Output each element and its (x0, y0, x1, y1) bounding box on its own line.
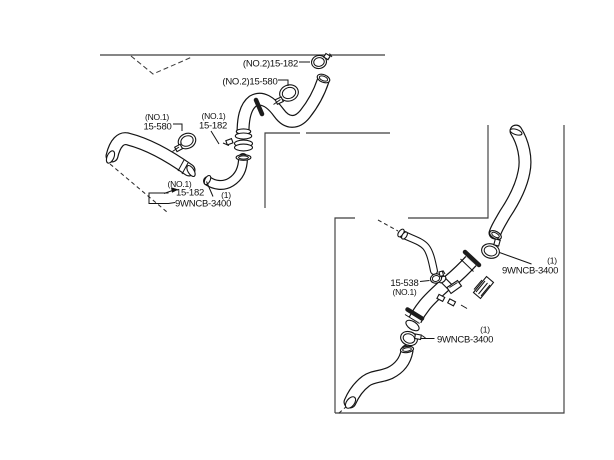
clamp-15-182-no2-icon (310, 52, 333, 70)
label-clamp-15-538: 15-538 (390, 278, 418, 289)
hose-upper (234, 73, 331, 140)
label-hose-9wncb: 9WNCB-3400 (175, 199, 231, 210)
label-clamp-15-538-no: (NO.1) (393, 287, 417, 297)
label-upper-9wncb-qty: (1) (547, 256, 557, 266)
clamp-15-580-no1-icon (172, 132, 197, 153)
label-lower-9wncb-qty: (1) (480, 325, 490, 335)
label-hose-9wncb-qty: (1) (221, 190, 231, 200)
clamp-9wncb-upper-icon (481, 237, 501, 259)
hose-lower (343, 344, 415, 409)
label-clamp-no1-15-182-mid: 15-182 (199, 121, 227, 132)
label-clamp-no1-15-182-end: 15-182 (176, 188, 204, 199)
frame-view2 (334, 125, 565, 415)
clamp-15-580-no2-icon (273, 84, 299, 105)
hose-upper-right (488, 124, 532, 241)
water-hose-elbow (203, 153, 252, 190)
leader-lines (173, 61, 532, 339)
label-clamp-no2-15-580: (NO.2)15-580 (222, 77, 277, 88)
locator-dashed-line (109, 163, 168, 213)
label-clamp-no1-15-580-no: (NO.1) (145, 112, 169, 122)
label-clamp-no1-15-182-mid-no: (NO.1) (202, 111, 226, 121)
arrow-icon (171, 187, 179, 193)
label-upper-9wncb: 9WNCB-3400 (502, 266, 558, 277)
label-clamp-no2-15-182: (NO.2)15-182 (243, 59, 298, 70)
frame-view1 (100, 54, 390, 208)
clamp-15-182-no1-mid-icon (222, 137, 254, 152)
bypass-hose (397, 228, 438, 275)
label-lower-9wncb: 9WNCB-3400 (437, 335, 493, 346)
clamp-15-538-icon (429, 270, 446, 284)
hose-left (105, 132, 196, 178)
label-clamp-no1-15-580: 15-580 (143, 122, 171, 133)
reference-box (148, 187, 179, 204)
clamp-9wncb-lower-icon (400, 330, 426, 347)
label-clamp-no1-15-182-end-no: (NO.1) (168, 179, 192, 189)
water-pipe-assembly (404, 249, 495, 332)
